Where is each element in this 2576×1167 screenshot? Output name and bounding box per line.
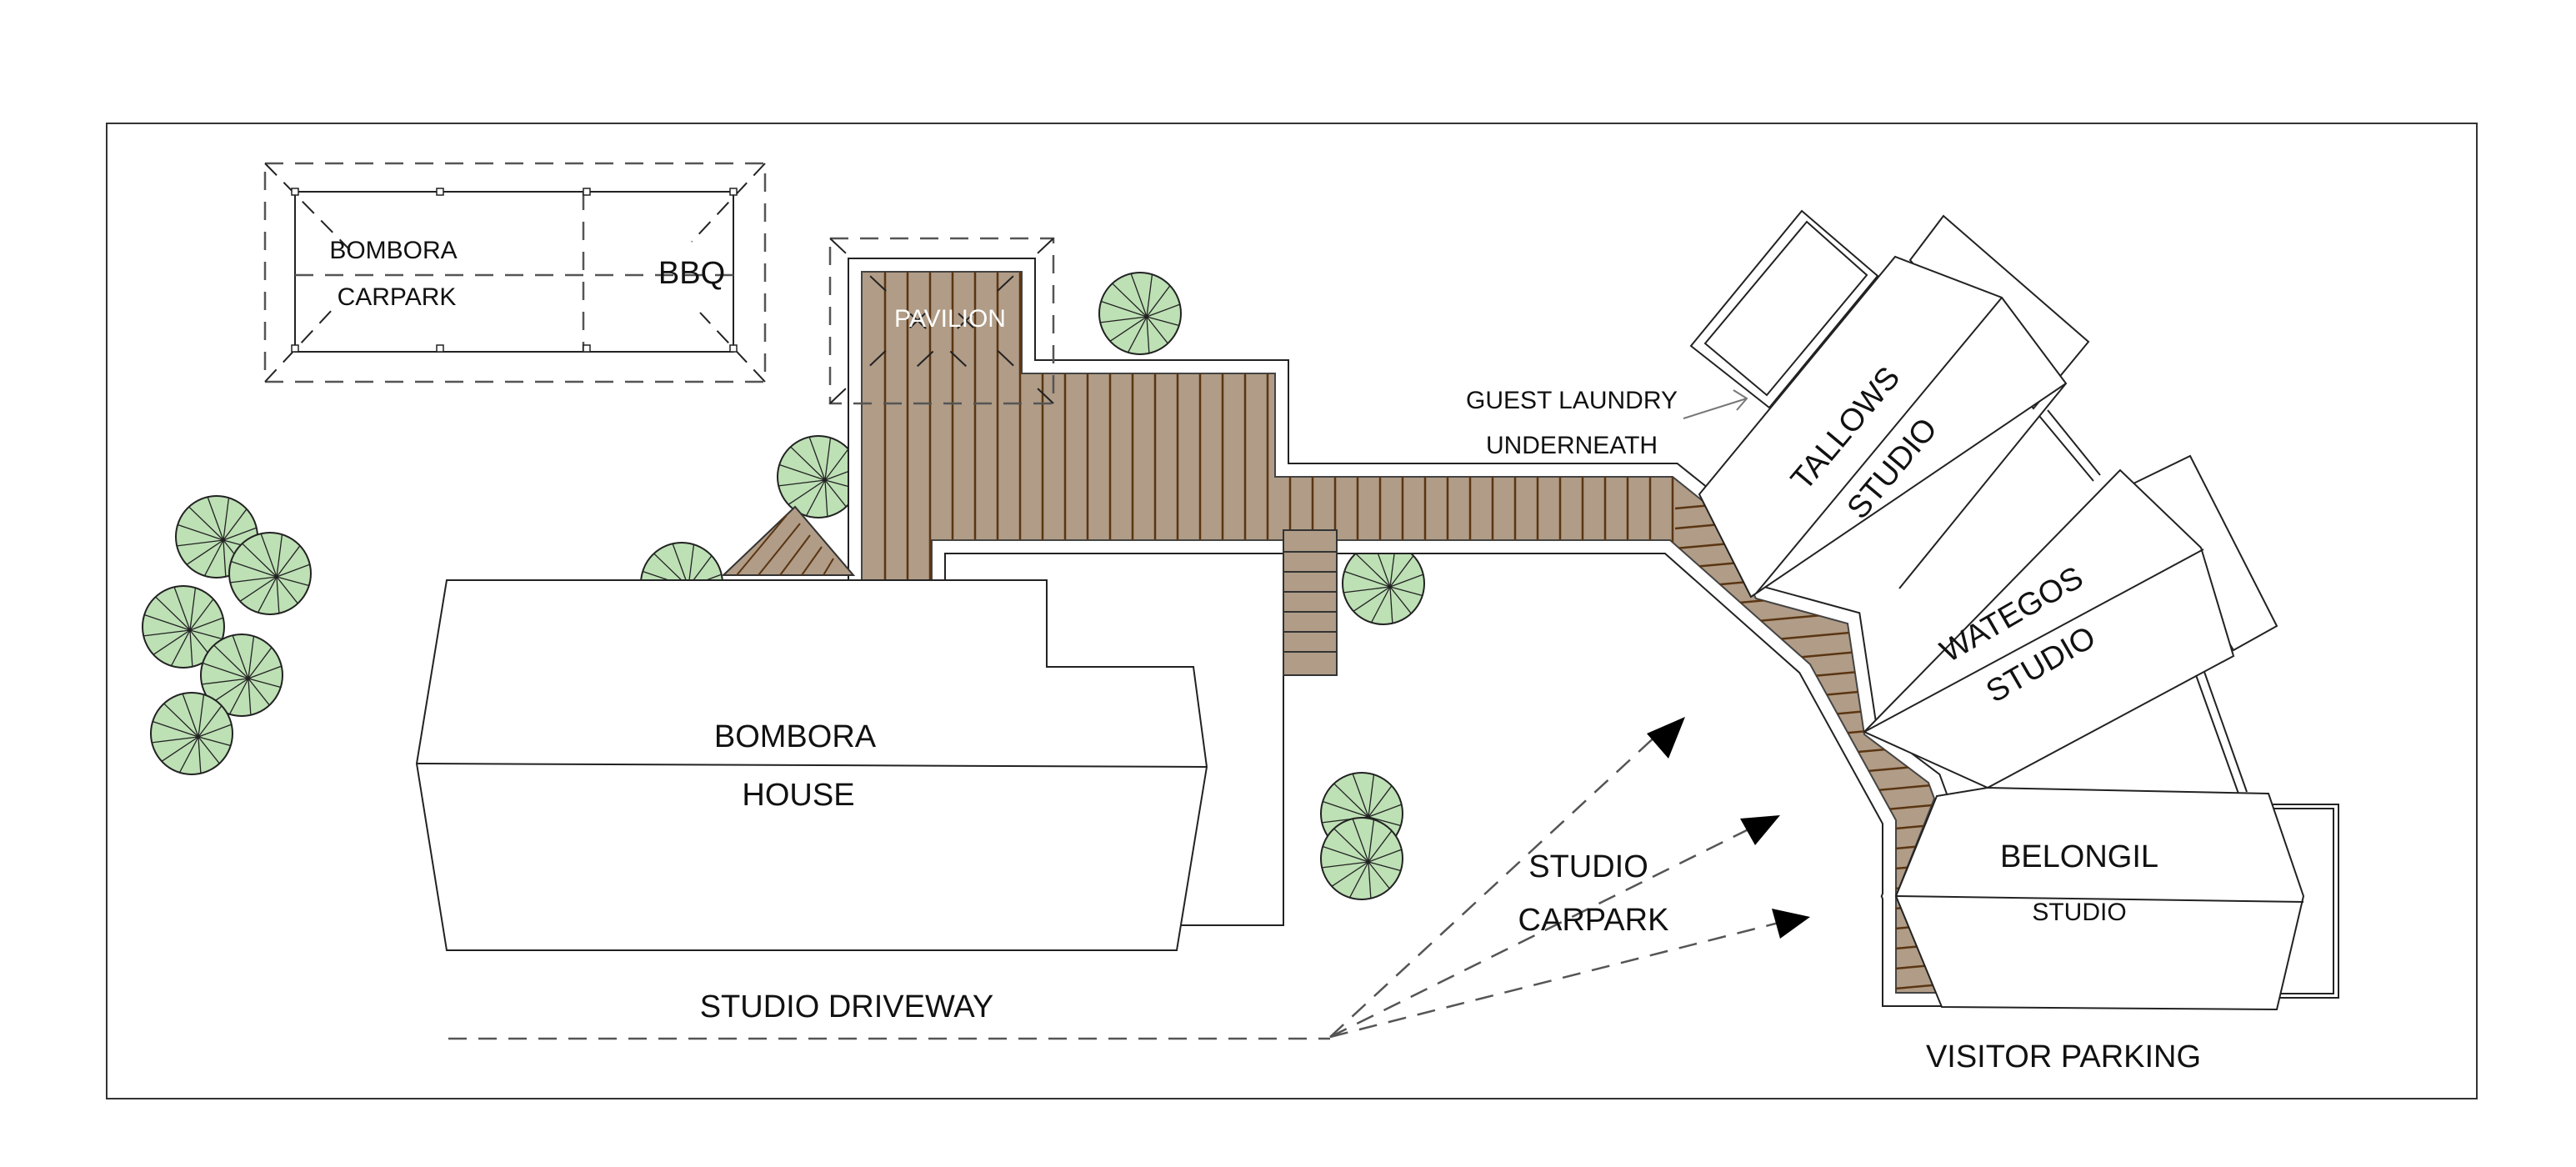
tree-icon [200,634,283,717]
deck-steps-west [721,505,856,576]
pavilion-label: PAVILION [894,305,1006,333]
bombora-house-label-1: BOMBORA [714,719,877,754]
pavilion: PAVILION [828,237,1055,405]
bombora-house: BOMBORA HOUSE [415,579,1208,951]
studio-carpark-label-1: STUDIO [1528,849,1648,884]
tree-icon [1320,817,1403,900]
tree-icon [777,435,860,518]
bombora-carpark-label-2: CARPARK [338,283,457,311]
tree-icon [1098,272,1182,355]
guest-laundry-label-1: GUEST LAUNDRY [1466,387,1678,414]
bombora-carpark-label-1: BOMBORA [329,237,457,264]
wategos-studio: WATEGOS STUDIO [1863,454,2278,794]
studio-driveway-label: STUDIO DRIVEWAY [700,989,994,1024]
arrow-head-icon [1647,717,1685,759]
tree-icon [150,692,233,775]
pointer-arrow-icon [1683,398,1748,419]
belongil-studio-label: STUDIO [2032,899,2126,926]
visitor-parking-label: VISITOR PARKING [1926,1039,2201,1074]
tallows-studio: TALLOWS STUDIO [1689,209,2101,599]
arrow-head-icon [1740,815,1780,845]
studio-carpark-arrows: STUDIO CARPARK STUDIO DRIVEWAY VISITOR P… [448,717,2201,1074]
deck-steps-south [1283,529,1338,676]
arrow-head-icon [1772,909,1810,939]
guest-laundry-note: GUEST LAUNDRY UNDERNEATH [1466,387,1748,459]
tree-icon [142,585,225,669]
guest-laundry-label-2: UNDERNEATH [1486,432,1658,459]
belongil-studio: BELONGIL STUDIO [1894,786,2339,1011]
tree-icon [1342,542,1425,625]
site-boundary [106,123,2478,1099]
tree-icon [228,532,312,615]
trees [142,272,1425,900]
bombora-carpark: BOMBORA CARPARK BBQ [263,162,767,383]
bombora-house-label-2: HOUSE [742,778,854,813]
belongil-label: BELONGIL [2000,839,2158,874]
studio-carpark-label-2: CARPARK [1518,903,1669,938]
bbq-label: BBQ [658,256,725,291]
deck-plank [1674,982,1937,993]
